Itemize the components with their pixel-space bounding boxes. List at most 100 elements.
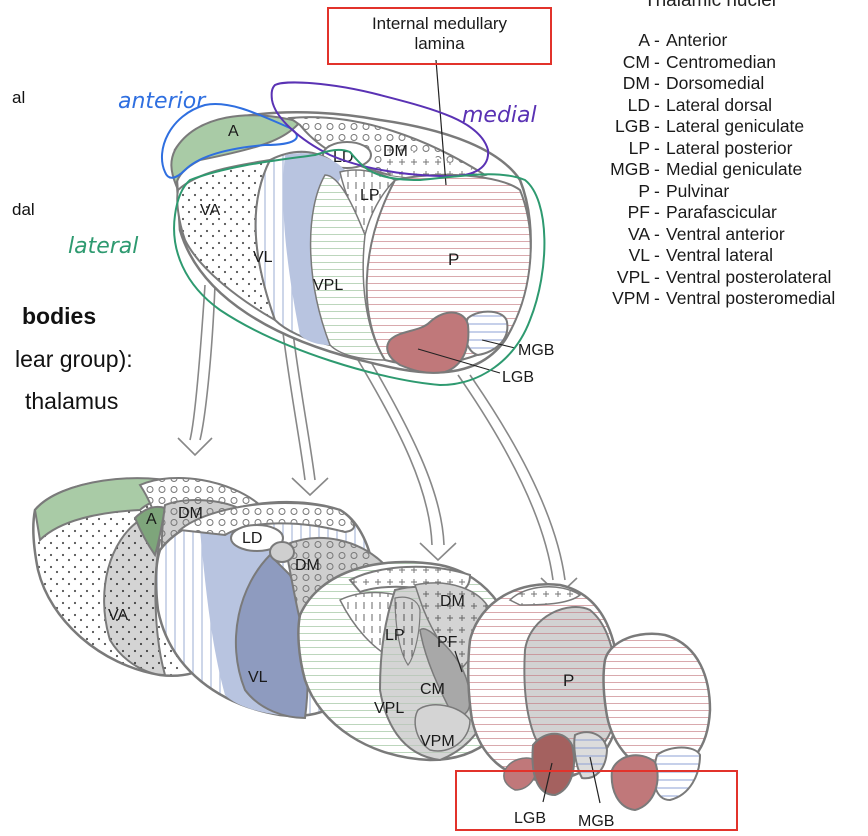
legend-item: A-Anterior bbox=[590, 30, 860, 52]
bottom-label-PF: PF bbox=[437, 634, 458, 651]
bottom-slices: A DM VA LD DM VL DM LP PF CM VPL VPM P L… bbox=[32, 476, 712, 830]
lateral-loop bbox=[173, 148, 546, 387]
legend-item-name: Pulvinar bbox=[666, 180, 730, 201]
legend-item: VPL-Ventral posterolateral bbox=[590, 267, 860, 289]
arrow-3 bbox=[354, 354, 457, 562]
internal-medullary-lamina-label: Internal medullary lamina bbox=[371, 14, 508, 53]
legend-item: VA-Ventral anterior bbox=[590, 224, 860, 246]
slide-text-fragment-1: al bbox=[12, 88, 26, 107]
legend-item-name: Dorsomedial bbox=[666, 73, 765, 93]
legend-item-separator: - bbox=[654, 30, 660, 50]
top-DM-plus bbox=[380, 145, 485, 179]
slice-2-top-circles bbox=[177, 502, 355, 537]
legend-item: P-Pulvinar bbox=[590, 181, 860, 203]
legend-item-name: Medial geniculate bbox=[666, 159, 803, 179]
bottom-lgb-leader bbox=[542, 762, 553, 803]
bottom-label-VPM: VPM bbox=[420, 733, 455, 750]
annotation-medial: medial bbox=[462, 103, 537, 128]
legend-item: VL-Ventral lateral bbox=[590, 245, 860, 267]
bottom-label-VPL: VPL bbox=[374, 700, 404, 717]
slice-5 bbox=[602, 632, 712, 812]
slice-2-node bbox=[269, 541, 295, 563]
top-label-LP: LP bbox=[360, 187, 380, 204]
legend-item-abbr: DM bbox=[622, 73, 650, 93]
mgb-leader bbox=[481, 339, 516, 349]
top-label-P: P bbox=[448, 250, 459, 269]
bottom-label-LD: LD bbox=[242, 530, 262, 547]
legend-item-abbr: VPL bbox=[616, 266, 650, 287]
slice-3-LP-gray bbox=[394, 596, 421, 667]
legend-item-separator: - bbox=[654, 73, 660, 93]
annotations: anterior medial lateral bbox=[68, 81, 546, 387]
legend-item-separator: - bbox=[654, 245, 660, 265]
legend-item-name: Ventral posterolateral bbox=[666, 266, 832, 287]
slice-4-top-plus bbox=[508, 586, 582, 606]
top-label-MGB: MGB bbox=[518, 342, 554, 359]
slice-3-VPM bbox=[414, 704, 471, 752]
legend-item-name: Ventral posteromedial bbox=[666, 288, 836, 308]
legend-item-separator: - bbox=[654, 94, 660, 115]
legend-item-separator: - bbox=[654, 116, 660, 136]
bottom-label-LP: LP bbox=[385, 627, 405, 644]
lgb-mgb-highlight-box bbox=[455, 770, 738, 831]
legend-item-separator: - bbox=[654, 180, 660, 201]
legend-item: CM-Centromedian bbox=[590, 52, 860, 74]
internal-medullary-lamina-callout: Internal medullary lamina bbox=[327, 7, 552, 65]
bottom-mgb-leader bbox=[589, 756, 601, 804]
legend-item-name: Lateral geniculate bbox=[666, 116, 805, 136]
top-MGB bbox=[464, 310, 509, 357]
legend-item-abbr: VA bbox=[627, 223, 650, 244]
pf-leader bbox=[454, 650, 463, 673]
annotation-anterior: anterior bbox=[118, 89, 207, 114]
legend-item-abbr: CM bbox=[622, 51, 650, 72]
slide-text-fragment-2: dal bbox=[12, 200, 35, 219]
legend-item-abbr: A bbox=[638, 30, 650, 50]
legend-item-abbr: VL bbox=[628, 245, 650, 265]
slice-4-LGB bbox=[531, 732, 575, 797]
bottom-label-P: P bbox=[563, 671, 574, 690]
top-A bbox=[170, 114, 302, 189]
legend-item-abbr: P bbox=[638, 180, 650, 201]
bottom-label-VA: VA bbox=[108, 607, 128, 624]
slide-text-line4: thalamus bbox=[25, 388, 119, 414]
legend-item: LGB-Lateral geniculate bbox=[590, 116, 860, 138]
legend-item-abbr: LP bbox=[628, 137, 650, 158]
legend-item: PF-Parafascicular bbox=[590, 202, 860, 224]
bottom-label-VL: VL bbox=[248, 669, 268, 686]
legend-item-separator: - bbox=[654, 202, 660, 222]
legend-item-separator: - bbox=[654, 159, 660, 179]
bottom-label-DM2: DM bbox=[295, 557, 320, 574]
arrow-4 bbox=[457, 374, 578, 597]
slice-4-MGB bbox=[573, 731, 609, 780]
legend-item-name: Centromedian bbox=[666, 51, 776, 72]
legend-item-separator: - bbox=[654, 266, 660, 287]
legend-item-name: Ventral anterior bbox=[666, 223, 785, 244]
anterior-loop bbox=[160, 103, 298, 179]
top-label-A: A bbox=[228, 123, 239, 140]
arrow-2 bbox=[281, 324, 329, 497]
legend-item-name: Anterior bbox=[666, 30, 728, 50]
top-label-VPL: VPL bbox=[313, 277, 343, 294]
legend-item-separator: - bbox=[654, 137, 660, 158]
legend-item: MGB-Medial geniculate bbox=[590, 159, 860, 181]
legend-item-abbr: LD bbox=[627, 94, 650, 115]
medial-loop bbox=[270, 81, 490, 178]
legend-item-separator: - bbox=[654, 51, 660, 72]
slice-1-A bbox=[133, 505, 167, 558]
legend-item: LP-Lateral posterior bbox=[590, 138, 860, 160]
top-label-VA: VA bbox=[200, 202, 220, 219]
slice-2-LD bbox=[230, 524, 284, 552]
lgb-leader bbox=[417, 348, 501, 374]
bottom-label-DM3: DM bbox=[440, 593, 465, 610]
slice-4-LGB-light bbox=[503, 757, 537, 791]
legend-item-abbr: MGB bbox=[610, 159, 650, 179]
bottom-label-DM1: DM bbox=[178, 505, 203, 522]
annotation-lateral: lateral bbox=[68, 234, 138, 259]
legend-item-name: Parafascicular bbox=[666, 202, 777, 222]
legend-item: DM-Dorsomedial bbox=[590, 73, 860, 95]
top-label-VL: VL bbox=[253, 249, 273, 266]
arrow-1 bbox=[177, 284, 216, 457]
legend-item-name: Lateral dorsal bbox=[666, 94, 773, 115]
